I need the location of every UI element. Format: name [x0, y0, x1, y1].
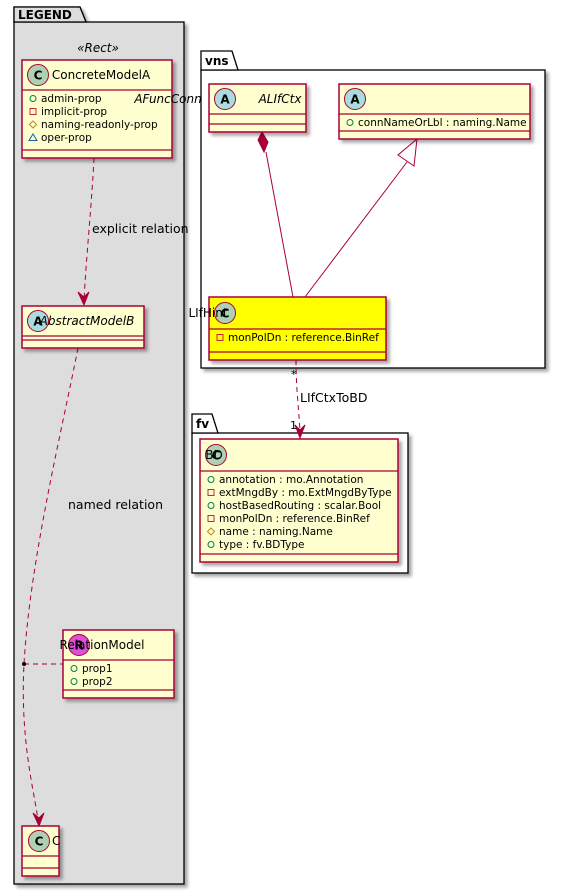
concrete-model-a-class[interactable]: C ConcreteModelA admin-propimplicit-propna… — [21, 59, 173, 159]
concrete-model-a-attr-1-visibility-private-icon — [29, 108, 37, 115]
c-badge-letter: C — [35, 835, 44, 849]
bd-attribute: name : naming.Name — [219, 526, 333, 538]
a-lif-ctx-attr-0-visibility-public-icon — [346, 119, 354, 126]
lif-ctx-to-bd-edge: * LIfCtxToBD 1 — [290, 359, 367, 440]
bd-badge-letter: C — [212, 449, 221, 463]
relation-model-attribute: prop1 — [82, 663, 113, 675]
lif-hint-class-name: LIfHint — [188, 306, 227, 320]
composition-edge — [257, 130, 294, 298]
relation-model-attr-0-visibility-public-icon — [70, 665, 78, 672]
fv-package-tab: fv — [196, 417, 209, 431]
legend-package: LEGEND «Rect» — [13, 6, 185, 885]
legend-stereotype: «Rect» — [77, 41, 119, 55]
lif-ctx-to-bd-source-multiplicity: * — [291, 368, 297, 381]
abstract-model-b-badge-letter: A — [33, 315, 43, 329]
explicit-relation-label: explicit relation — [92, 221, 189, 236]
bd-attr-3-visibility-private-icon — [207, 515, 215, 522]
a-lif-ctx-class[interactable]: A ALIfCtx connNameOrLbl : naming.Name — [258, 83, 531, 140]
a-func-conn-badge-icon — [214, 88, 236, 110]
bd-attr-1-visibility-private-icon — [207, 489, 215, 496]
concrete-model-a-attr-0-visibility-public-icon — [29, 95, 37, 102]
concrete-model-a-attribute: admin-prop — [41, 93, 102, 105]
concrete-model-a-badge-letter: C — [34, 69, 43, 83]
bd-class-name: BD — [205, 448, 222, 462]
bd-attribute: hostBasedRouting : scalar.Bool — [219, 500, 381, 512]
vns-package-tab: vns — [205, 54, 229, 68]
lif-hint-badge-icon — [214, 302, 236, 324]
named-relation-edge: named relation — [22, 347, 163, 828]
named-relation-label: named relation — [68, 497, 163, 512]
lif-ctx-to-bd-target-multiplicity: 1 — [290, 419, 297, 432]
abstract-model-b-class-name: AbstractModelB — [39, 314, 135, 328]
bd-attribute: annotation : mo.Annotation — [219, 474, 363, 486]
bd-attribute: type : fv.BDType — [219, 539, 305, 551]
bd-attr-2-visibility-public-icon — [207, 502, 215, 509]
c-badge-icon — [28, 830, 50, 852]
a-func-conn-class-name: AFuncConn — [133, 92, 201, 106]
concrete-model-a-attribute: implicit-prop — [41, 106, 107, 118]
lif-ctx-to-bd-label: LIfCtxToBD — [300, 390, 367, 405]
bd-attr-0-visibility-public-icon — [207, 476, 215, 483]
relation-model-attr-1-visibility-public-icon — [70, 678, 78, 685]
concrete-model-a-attr-3-visibility-package-icon — [28, 133, 38, 141]
a-func-conn-badge-letter: A — [220, 93, 230, 107]
explicit-relation-edge: explicit relation — [77, 157, 189, 307]
bd-attr-5-visibility-public-icon — [207, 541, 215, 548]
generalization-edge — [304, 137, 418, 298]
relation-model-badge-icon — [68, 634, 90, 656]
bd-attr-4-visibility-protected-icon — [206, 527, 216, 536]
relation-model-attribute: prop2 — [82, 676, 113, 688]
c-class-name: C — [52, 834, 60, 848]
lif-hint-attribute: monPolDn : reference.BinRef — [228, 332, 379, 344]
concrete-model-a-attribute: oper-prop — [41, 132, 92, 144]
a-lif-ctx-attribute: connNameOrLbl : naming.Name — [358, 117, 527, 129]
a-lif-ctx-badge-letter: A — [350, 93, 360, 107]
a-lif-ctx-badge-icon — [344, 88, 366, 110]
a-lif-ctx-class-name: ALIfCtx — [258, 92, 303, 106]
bd-attribute: extMngdBy : mo.ExtMngdByType — [219, 487, 392, 499]
relation-model-badge-letter: R — [74, 639, 83, 653]
relation-model-class-name: RelationModel — [60, 638, 145, 652]
a-func-conn-class[interactable]: A AFuncConn — [133, 83, 307, 133]
concrete-model-a-class-name: ConcreteModelA — [52, 68, 151, 82]
lif-hint-badge-letter: C — [221, 307, 230, 321]
abstract-model-b-badge-icon — [27, 310, 49, 332]
concrete-model-a-attr-2-visibility-protected-icon — [28, 120, 38, 129]
bd-attribute: monPolDn : reference.BinRef — [219, 513, 370, 525]
bd-badge-icon — [205, 444, 227, 466]
concrete-model-a-attribute: naming-readonly-prop — [41, 119, 158, 131]
lif-hint-attr-0-visibility-private-icon — [216, 334, 224, 341]
concrete-model-a-badge-icon — [27, 64, 49, 86]
legend-package-tab: LEGEND — [18, 8, 72, 22]
